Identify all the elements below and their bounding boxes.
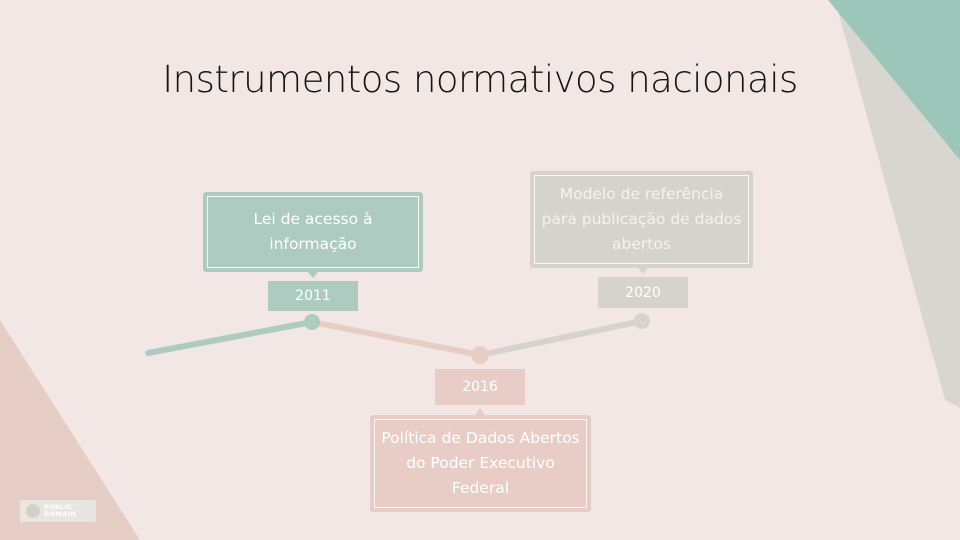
- event-label-2016: Política de Dados Abertos do Poder Execu…: [381, 429, 580, 497]
- pointer-2011: [308, 272, 318, 278]
- pointer-2016: [475, 408, 485, 415]
- public-domain-text: PUBLIC DOMAIN: [44, 504, 76, 518]
- page-title: Instrumentos normativos nacionais: [162, 58, 798, 101]
- year-tag-2011: 2011: [268, 281, 358, 311]
- timeline-segment-3: [477, 318, 645, 358]
- public-domain-logo: PUBLIC DOMAIN: [20, 500, 96, 522]
- pointer-2020: [638, 268, 648, 274]
- corner-shape-green: [828, 0, 960, 160]
- event-box-2011: Lei de acesso à informação: [203, 192, 423, 272]
- event-box-2020: Modelo de referência para publicação de …: [530, 171, 753, 268]
- logo-line-1: PUBLIC: [44, 503, 73, 511]
- year-tag-2016: 2016: [435, 369, 525, 405]
- timeline-marker-2016: [471, 346, 489, 364]
- timeline-segment-2: [309, 319, 483, 358]
- event-box-2016: Política de Dados Abertos do Poder Execu…: [370, 415, 591, 512]
- corner-shape-pink: [0, 320, 140, 540]
- event-label-2011: Lei de acesso à informação: [253, 210, 373, 253]
- timeline-marker-2020: [634, 313, 650, 329]
- year-tag-2020: 2020: [598, 277, 688, 308]
- logo-line-2: DOMAIN: [44, 510, 77, 518]
- public-domain-icon: [26, 504, 40, 518]
- timeline-marker-2011: [304, 314, 320, 330]
- timeline-segment-1: [145, 319, 315, 356]
- event-label-2020: Modelo de referência para publicação de …: [541, 185, 742, 253]
